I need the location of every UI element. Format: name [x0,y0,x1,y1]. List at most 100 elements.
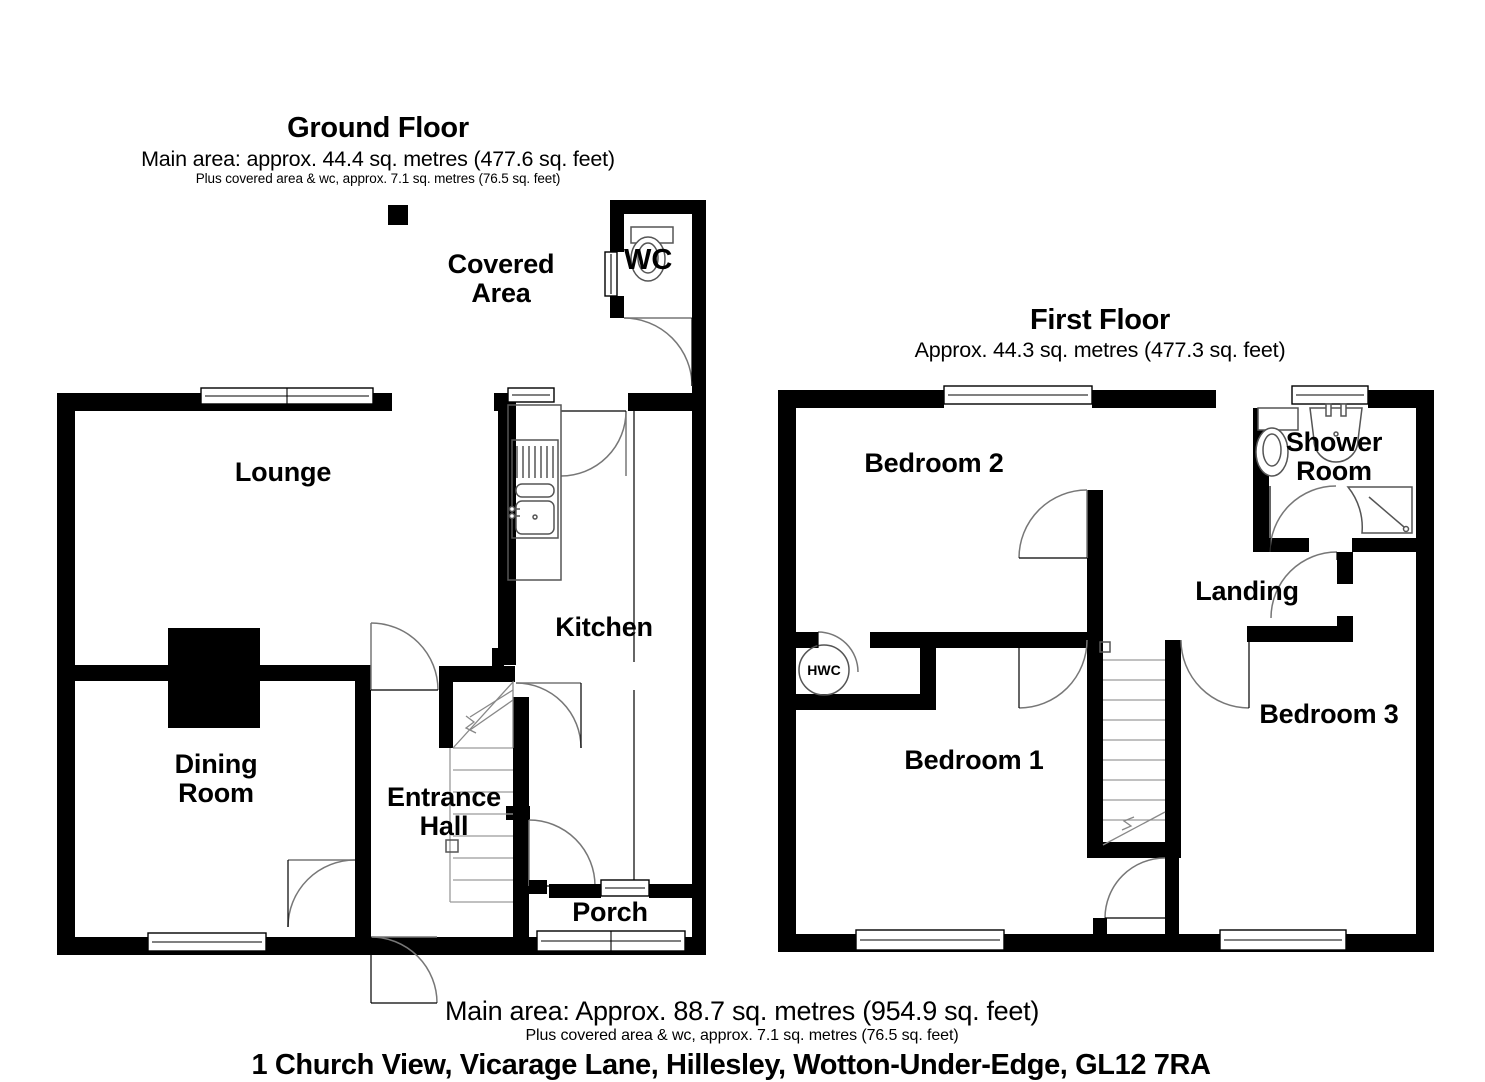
shower-room-window [1291,385,1369,405]
hwc-east-wall [920,632,936,694]
room-label-shower-room: Shower Room [1285,427,1383,487]
stairs-top-wall [439,666,515,682]
lounge-hall-door [370,622,439,691]
bedroom1-window [855,929,1005,951]
ground-floor-subtitle: Main area: approx. 44.4 sq. metres (477.… [141,147,615,171]
entrance-hall-label-line1: Entrance [387,782,501,812]
north-marker-square [388,205,408,225]
first-floor-plan [778,385,1434,952]
wc-window [604,251,618,297]
room-label-covered-area: Covered Area [447,249,555,309]
bedroom3-lower-door [1104,857,1166,919]
bedroom3-west-wall-lower [1165,858,1179,936]
bedroom3-window [1219,929,1347,951]
wc-left-wall-upper [610,200,624,252]
ground-floor-stairs [445,680,514,903]
room-label-bedroom-3: Bedroom 3 [1259,699,1399,729]
ground-floor-title: Ground Floor [287,112,469,144]
stairs-left-wall [439,666,453,748]
hwc-top-wall-left [796,632,818,648]
ground-floor-plan [57,200,706,1004]
hwc-bottom-wall [796,694,936,710]
ground-floor-subtitle-secondary: Plus covered area & wc, approx. 7.1 sq. … [195,171,561,186]
hall-front-door [370,936,438,1004]
kitchen-west-wall [498,393,516,665]
stairs-kitchen-door [515,682,582,749]
shower-room-toilet [1255,407,1299,477]
footer-plus-area: Plus covered area & wc, approx. 7.1 sq. … [525,1027,959,1044]
bedroom3-door-pier [1093,918,1107,938]
first-floor-stairs [1099,641,1166,846]
shower-room-door [1269,485,1337,553]
shower-room-label-line2: Room [1296,456,1372,487]
room-label-kitchen: Kitchen [555,612,653,642]
porch-top-wall-right [649,884,693,898]
porch-divider-pier [529,880,547,894]
east-outer-wall [692,200,706,955]
hwc-label: HWC [807,662,841,678]
first-floor-title: First Floor [1029,304,1171,336]
lounge-dining-wall-left [57,665,182,681]
chimney-breast [168,628,260,728]
room-label-wc: WC [624,244,673,276]
dining-window [147,932,267,952]
entrance-hall-label-line2: Hall [419,811,469,842]
lounge-dining-wall-right [252,665,365,681]
landing-bedroom3-pier-top [1337,552,1353,584]
dining-room-label-line1: Dining [174,749,258,779]
wc-left-wall-lower [610,296,624,318]
wc-door-swing [623,317,693,387]
hall-porch-door [528,819,596,887]
kitchen-counter-unit [507,404,562,581]
sink-icon [508,500,555,535]
bedroom2-door [1018,489,1088,559]
bedroom2-landing-wall [1087,490,1103,640]
bedroom2-window [943,385,1093,405]
bedroom2-south-wall [870,632,1103,648]
landing-south-wall [1247,626,1353,642]
bedroom3-door [1270,551,1338,619]
dining-room-label-line2: Room [178,778,254,809]
wc-toilet-fixture [630,226,674,282]
lounge-window [200,387,374,405]
hwc-cylinder-icon [798,644,850,696]
gf-top-wall-kitchen-right [628,393,692,411]
kitchen-window [507,387,555,403]
shower-room-south-wall-left [1253,538,1309,552]
room-label-entrance-hall: Entrance Hall [387,782,501,842]
covered-area-label-line1: Covered [447,249,555,279]
room-label-bedroom-1: Bedroom 1 [904,745,1044,775]
shower-room-basin [1309,403,1363,463]
ff-west-outer-wall [778,390,796,952]
gf-top-wall-pier [372,393,392,411]
shower-tray [1346,486,1413,534]
stairwell-south-wall [1087,842,1181,858]
hall-east-pier [506,806,530,820]
room-label-dining-room: Dining Room [174,749,258,809]
ff-top-wall-left [778,390,944,408]
shower-room-label-line1: Shower [1285,427,1383,457]
shower-room-south-wall-right [1352,538,1418,552]
dining-hall-door [287,859,356,928]
porch-top-wall [549,884,601,898]
dining-hall-wall [355,665,371,955]
kitchen-external-door [560,410,627,477]
room-label-lounge: Lounge [234,457,332,487]
stairs-top-pier [492,648,504,668]
ff-east-outer-wall [1416,390,1434,952]
stairwell-east-wall [1165,640,1181,856]
footer-address: 1 Church View, Vicarage Lane, Hillesley,… [251,1049,1211,1081]
wc-top-wall [610,200,706,214]
bedroom3-landing-door [1180,639,1250,709]
hwc-door [817,631,859,673]
room-label-landing: Landing [1195,576,1299,606]
covered-area-label-line2: Area [471,278,531,309]
first-floor-subtitle: Approx. 44.3 sq. metres (477.3 sq. feet) [914,338,1286,362]
stairwell-west-wall [1087,640,1103,856]
footer-main-area: Main area: Approx. 88.7 sq. metres (954.… [444,996,1040,1026]
ff-top-wall-mid [1092,390,1216,408]
room-label-bedroom-2: Bedroom 2 [864,448,1004,478]
porch-window [536,930,686,952]
